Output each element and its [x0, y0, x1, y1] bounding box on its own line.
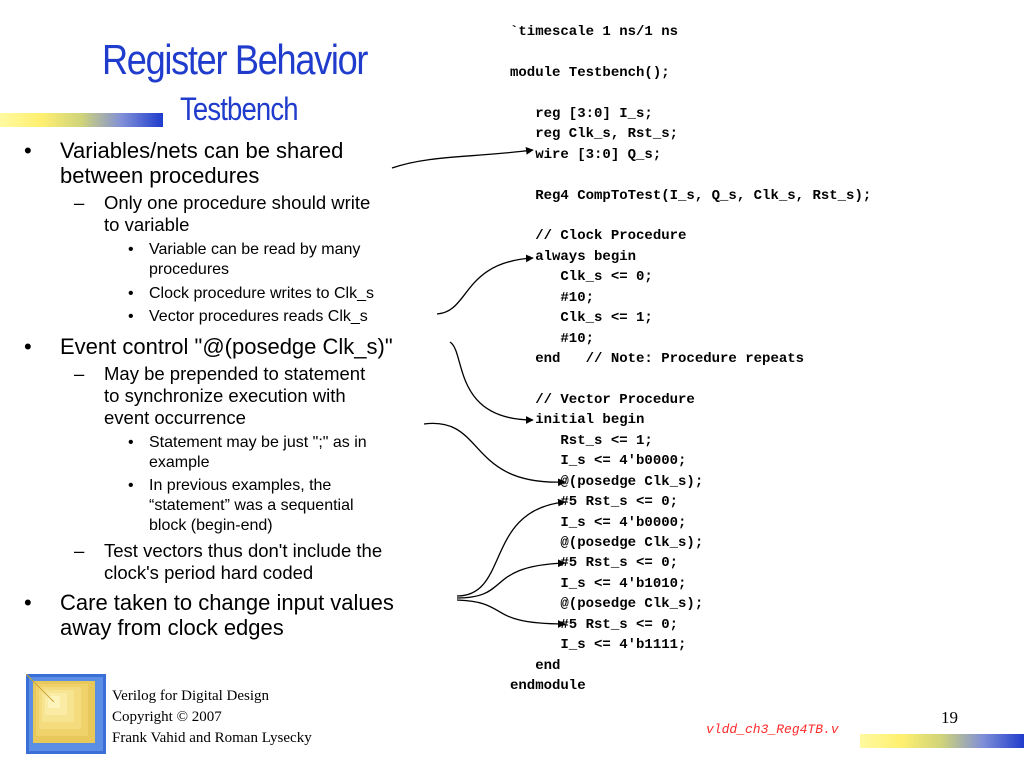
code-line: // Clock Procedure: [510, 228, 687, 245]
code-line: reg Clk_s, Rst_s;: [510, 126, 679, 143]
subsub-bullet-text: In previous examples, the: [149, 477, 332, 494]
code-line: @(posedge Clk_s);: [510, 534, 704, 551]
subsub-bullet-text: example: [149, 454, 210, 471]
source-filename: vldd_ch3_Reg4TB.v: [706, 722, 839, 737]
code-line: // Vector Procedure: [510, 391, 695, 408]
subsub-bullet-text: Vector procedures reads Clk_s: [149, 308, 368, 325]
sub-bullet-text: Test vectors thus don't include the: [104, 540, 383, 561]
arrow-care-1: [456, 498, 566, 597]
code-line: Clk_s <= 1;: [510, 310, 653, 327]
subsub-bullet-text: Variable can be read by many: [149, 241, 361, 258]
code-line: endmodule: [510, 678, 586, 694]
footer-credits: Verilog for Digital Design Copyright © 2…: [112, 686, 312, 749]
code-line: end: [510, 657, 561, 674]
subsub-bullet-marker: •: [128, 308, 134, 325]
footer-authors: Frank Vahid and Roman Lysecky: [112, 730, 312, 746]
subsub-bullet-marker: •: [128, 434, 134, 451]
footer-book-title: Verilog for Digital Design: [112, 688, 270, 704]
bullet-text: Event control "@(posedge Clk_s)": [60, 334, 393, 359]
footer-copyright: Copyright © 2007: [112, 709, 222, 725]
arrow-care-2: [456, 559, 566, 599]
code-line: wire [3:0] Q_s;: [510, 146, 662, 163]
footer-gradient-bar: [860, 734, 1024, 748]
subsub-bullet-text: Clock procedure writes to Clk_s: [149, 285, 374, 302]
code-line: Rst_s <= 1;: [510, 432, 653, 449]
code-line: I_s <= 4'b0000;: [510, 453, 687, 470]
arrow-care-3: [456, 599, 566, 628]
arrow-event-control: [423, 422, 566, 487]
sub-bullet-marker: –: [74, 363, 85, 384]
subsub-bullet-marker: •: [128, 477, 134, 494]
code-line: #5 Rst_s <= 0;: [510, 555, 679, 572]
sub-bullet-text: to variable: [104, 214, 190, 235]
sub-bullet-text: May be prepended to statement: [104, 363, 366, 384]
subsub-bullet-text: procedures: [149, 261, 230, 278]
sub-bullet-marker: –: [74, 540, 85, 561]
code-line: Reg4 CompToTest(I_s, Q_s, Clk_s, Rst_s);: [510, 187, 872, 204]
bullet-text: Variables/nets can be shared: [60, 138, 344, 163]
subsub-bullet-text: block (begin-end): [149, 517, 273, 534]
bullet-marker: •: [24, 590, 32, 615]
sub-bullet-text: clock's period hard coded: [104, 562, 314, 583]
code-line: @(posedge Clk_s);: [510, 596, 704, 613]
code-line: I_s <= 4'b0000;: [510, 514, 687, 531]
code-line: initial begin: [510, 412, 645, 429]
bullet-marker: •: [24, 334, 32, 359]
sub-bullet-text: Only one procedure should write: [104, 192, 371, 213]
code-line: module Testbench();: [510, 64, 670, 81]
subsub-bullet-text: Statement may be just ";" as in: [149, 434, 367, 451]
bullet-text: away from clock edges: [60, 615, 284, 640]
sub-bullet-marker: –: [74, 192, 85, 213]
code-line: Clk_s <= 0;: [510, 269, 653, 286]
slide-subtitle: Testbench: [180, 91, 299, 127]
book-logo-icon: [26, 674, 106, 754]
slide-title: Register Behavior: [102, 36, 368, 83]
code-line: end // Note: Procedure repeats: [510, 351, 805, 367]
code-line: `timescale 1 ns/1 ns: [510, 24, 679, 40]
sub-bullet-text: event occurrence: [104, 407, 246, 428]
code-line: #10;: [510, 289, 595, 306]
page-number: 19: [941, 708, 958, 727]
subsub-bullet-marker: •: [128, 285, 134, 302]
code-line: reg [3:0] I_s;: [510, 105, 653, 122]
arrow-shared-vars: [391, 147, 534, 169]
code-line: I_s <= 4'b1111;: [510, 637, 687, 654]
code-line: always begin: [510, 248, 637, 265]
bullet-text: between procedures: [60, 163, 260, 188]
arrow-clock-writes: [436, 254, 534, 315]
code-line: I_s <= 4'b1010;: [510, 575, 687, 592]
code-line: @(posedge Clk_s);: [510, 473, 704, 490]
bullet-marker: •: [24, 138, 32, 163]
code-line: #10;: [510, 330, 595, 347]
arrow-vector-reads: [449, 341, 534, 424]
sub-bullet-text: to synchronize execution with: [104, 385, 346, 406]
code-line: #5 Rst_s <= 0;: [510, 616, 679, 633]
bullet-text: Care taken to change input values: [60, 590, 394, 615]
subsub-bullet-marker: •: [128, 241, 134, 258]
title-gradient-bar: [0, 113, 163, 127]
subsub-bullet-text: “statement” was a sequential: [149, 497, 354, 514]
